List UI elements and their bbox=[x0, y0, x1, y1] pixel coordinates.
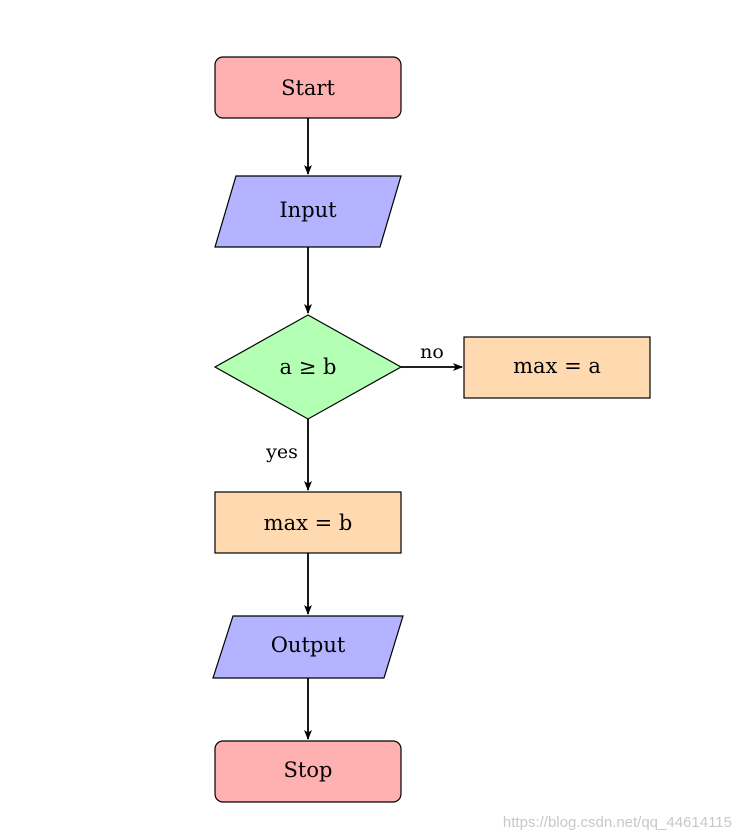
max-b-label: max = b bbox=[264, 511, 353, 535]
max-b-shape bbox=[214, 491, 402, 554]
start-node: Start bbox=[214, 56, 402, 119]
max-b-node: max = b bbox=[214, 491, 402, 554]
stop-shape bbox=[214, 740, 402, 803]
decision-node: a ≥ b bbox=[213, 314, 403, 420]
stop-node: Stop bbox=[214, 740, 402, 803]
max-a-node: max = a bbox=[463, 336, 651, 399]
edge-label-no: no bbox=[420, 341, 444, 363]
decision-label: a ≥ b bbox=[280, 355, 337, 379]
max-a-shape bbox=[463, 336, 651, 399]
start-shape bbox=[214, 56, 402, 119]
stop-label: Stop bbox=[284, 758, 333, 782]
edge-label-yes: yes bbox=[265, 441, 298, 463]
max-a-label: max = a bbox=[513, 354, 601, 378]
output-label: Output bbox=[271, 633, 346, 657]
decision-shape bbox=[213, 314, 403, 420]
input-shape bbox=[214, 175, 402, 248]
watermark: https://blog.csdn.net/qq_44614115 bbox=[502, 814, 732, 831]
output-node: Output bbox=[212, 615, 404, 679]
output-shape bbox=[212, 615, 404, 679]
input-node: Input bbox=[214, 175, 402, 248]
input-label: Input bbox=[279, 198, 337, 222]
start-label: Start bbox=[281, 76, 335, 100]
